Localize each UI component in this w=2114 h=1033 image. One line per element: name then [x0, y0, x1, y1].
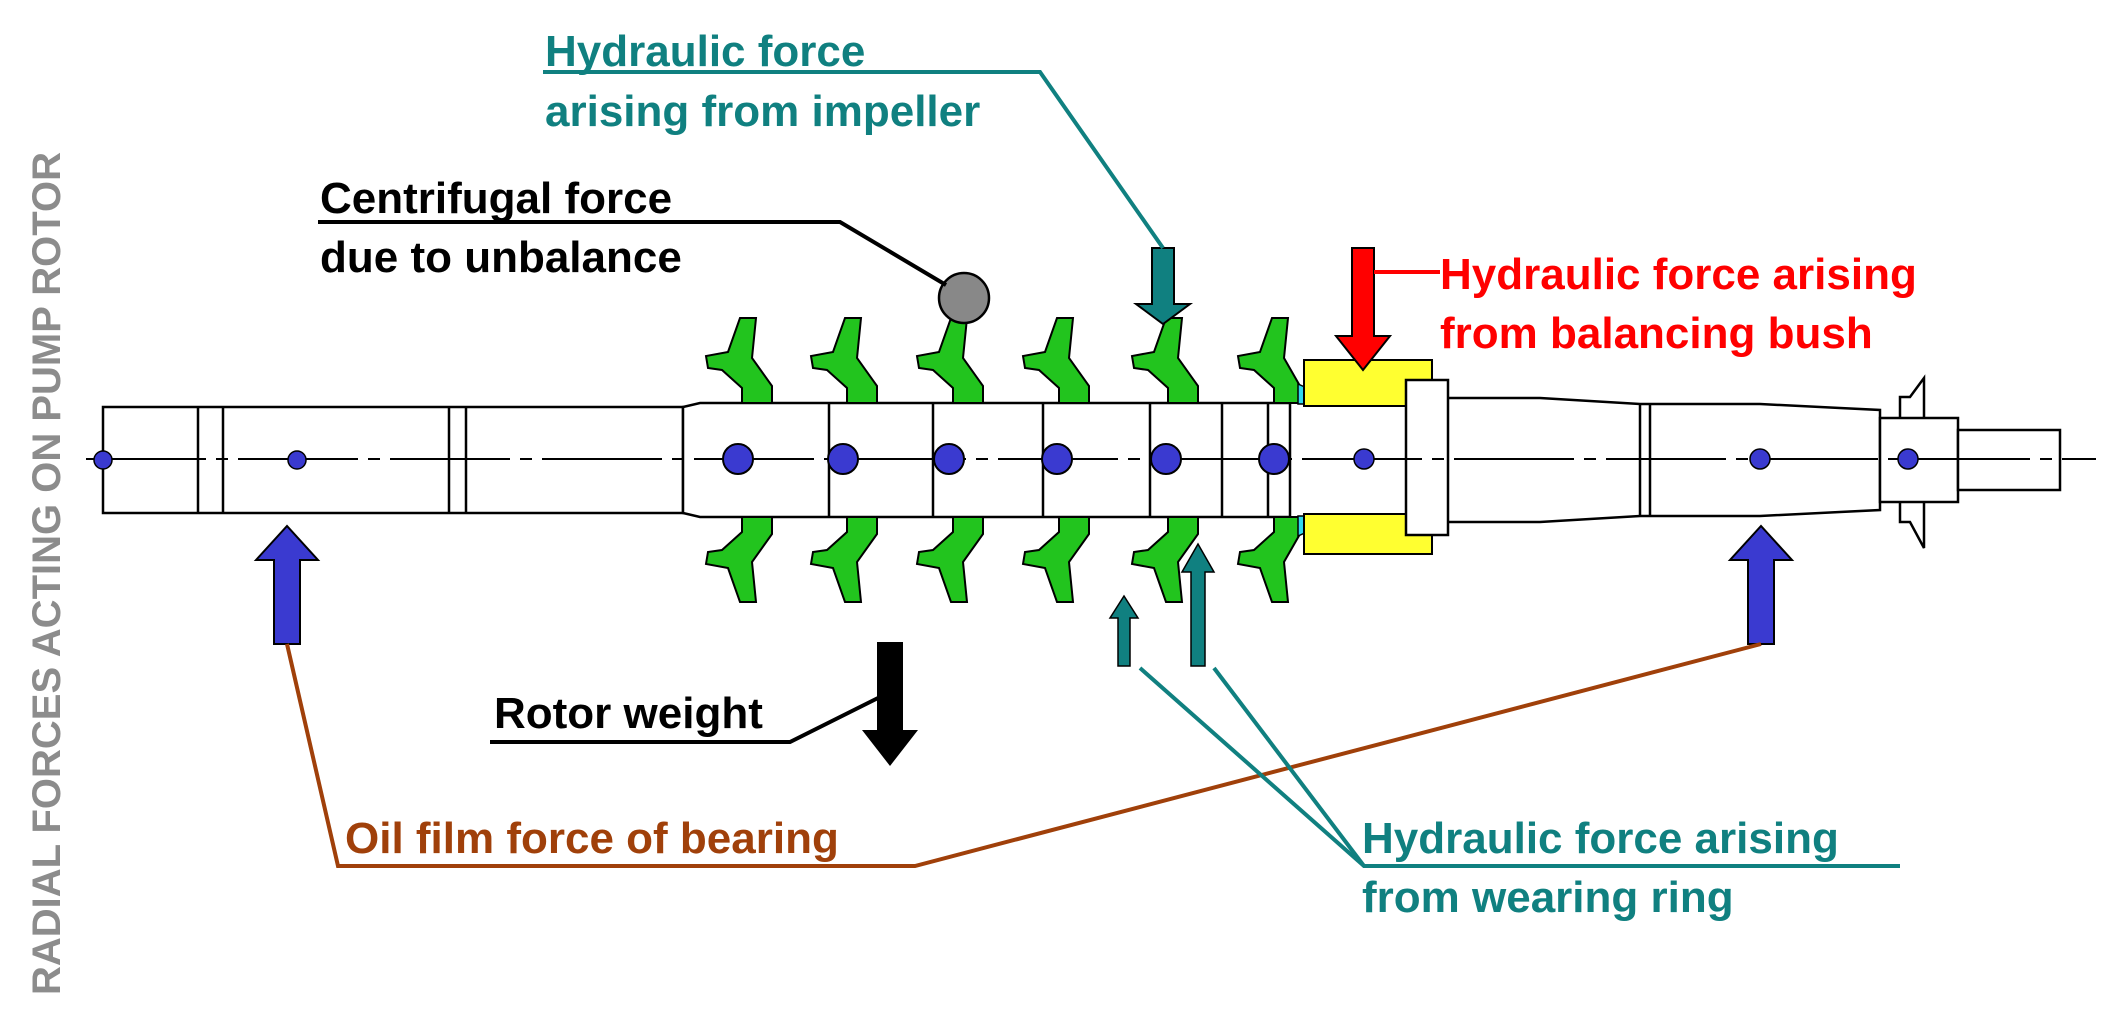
wearing-ring-arrow-1: [1108, 594, 1140, 667]
bush-force-arrow: [1333, 247, 1393, 372]
label-impeller-line2: arising from impeller: [545, 87, 980, 136]
label-rotor-weight: Rotor weight: [494, 689, 763, 738]
force-nodes: [93, 443, 1919, 475]
leader-impeller: [543, 70, 1165, 250]
label-oil-film: Oil film force of bearing: [345, 814, 839, 863]
impeller-1: [704, 317, 773, 603]
bearing-arrow-left: [253, 524, 321, 645]
leader-wearing-ring-2: [1212, 666, 1366, 868]
label-bush-line2: from balancing bush: [1440, 309, 1873, 358]
rotor-weight-arrow: [862, 642, 918, 766]
unbalance-mass: [937, 271, 991, 325]
impeller-2: [809, 317, 878, 603]
impeller-force-arrow: [1132, 247, 1194, 326]
label-wearing-ring-line1: Hydraulic force arising: [1362, 814, 1839, 863]
impeller-4: [1021, 317, 1090, 603]
balancing-bush: [1297, 359, 1450, 555]
label-wearing-ring-line2: from wearing ring: [1362, 873, 1734, 922]
bearing-arrow-right: [1727, 524, 1795, 645]
impellers: [704, 317, 1301, 603]
label-bush-line1: Hydraulic force arising: [1440, 250, 1917, 299]
leader-weight: [490, 696, 879, 744]
wearing-ring-arrow-2: [1180, 542, 1216, 667]
label-impeller-line1: Hydraulic force: [545, 27, 865, 76]
label-unbalance-line2: due to unbalance: [320, 233, 682, 282]
leader-unbalance: [318, 220, 948, 287]
label-unbalance-line1: Centrifugal force: [320, 174, 672, 223]
side-title: RADIAL FORCES ACTING ON PUMP ROTOR: [25, 152, 69, 995]
leader-oil-film: [285, 642, 1762, 868]
impeller-6: [1236, 317, 1301, 603]
impeller-3: [915, 317, 984, 603]
impeller-5: [1130, 317, 1199, 603]
